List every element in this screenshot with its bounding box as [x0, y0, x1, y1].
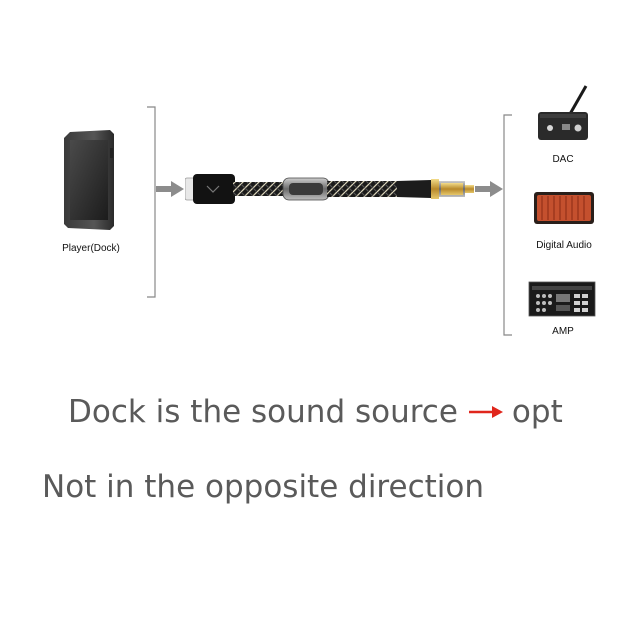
- amplifier-device-icon: [528, 281, 596, 317]
- right-arrow-icon: [156, 181, 184, 197]
- digital-audio-device-image: [532, 190, 596, 226]
- caption-line-2: Not in the opposite direction: [42, 469, 484, 505]
- left-flow-arrow: [155, 180, 185, 198]
- caption-line-1-tail: opt: [511, 394, 563, 430]
- cable-icon: [185, 174, 474, 204]
- dac-device-image: [534, 84, 592, 144]
- red-arrow-icon: [468, 405, 504, 419]
- player-device-image: [60, 128, 116, 232]
- source-bracket: [145, 106, 159, 298]
- right-arrow-icon: [475, 181, 503, 197]
- dac-label: DAC: [552, 154, 574, 165]
- caption-line-1: Dock is the sound source opt: [68, 394, 563, 430]
- player-label: Player(Dock): [62, 243, 120, 254]
- amp-label: AMP: [552, 326, 574, 337]
- dac-device-icon: [538, 85, 588, 140]
- digital-audio-label: Digital Audio: [536, 240, 592, 251]
- caption-line-1-text: Dock is the sound source: [68, 394, 458, 430]
- optical-cable-image: [185, 168, 475, 210]
- right-flow-arrow: [474, 180, 504, 198]
- amp-device-image: [528, 280, 596, 318]
- destination-bracket: [500, 114, 514, 336]
- speaker-device-icon: [534, 192, 594, 224]
- player-icon: [64, 130, 114, 230]
